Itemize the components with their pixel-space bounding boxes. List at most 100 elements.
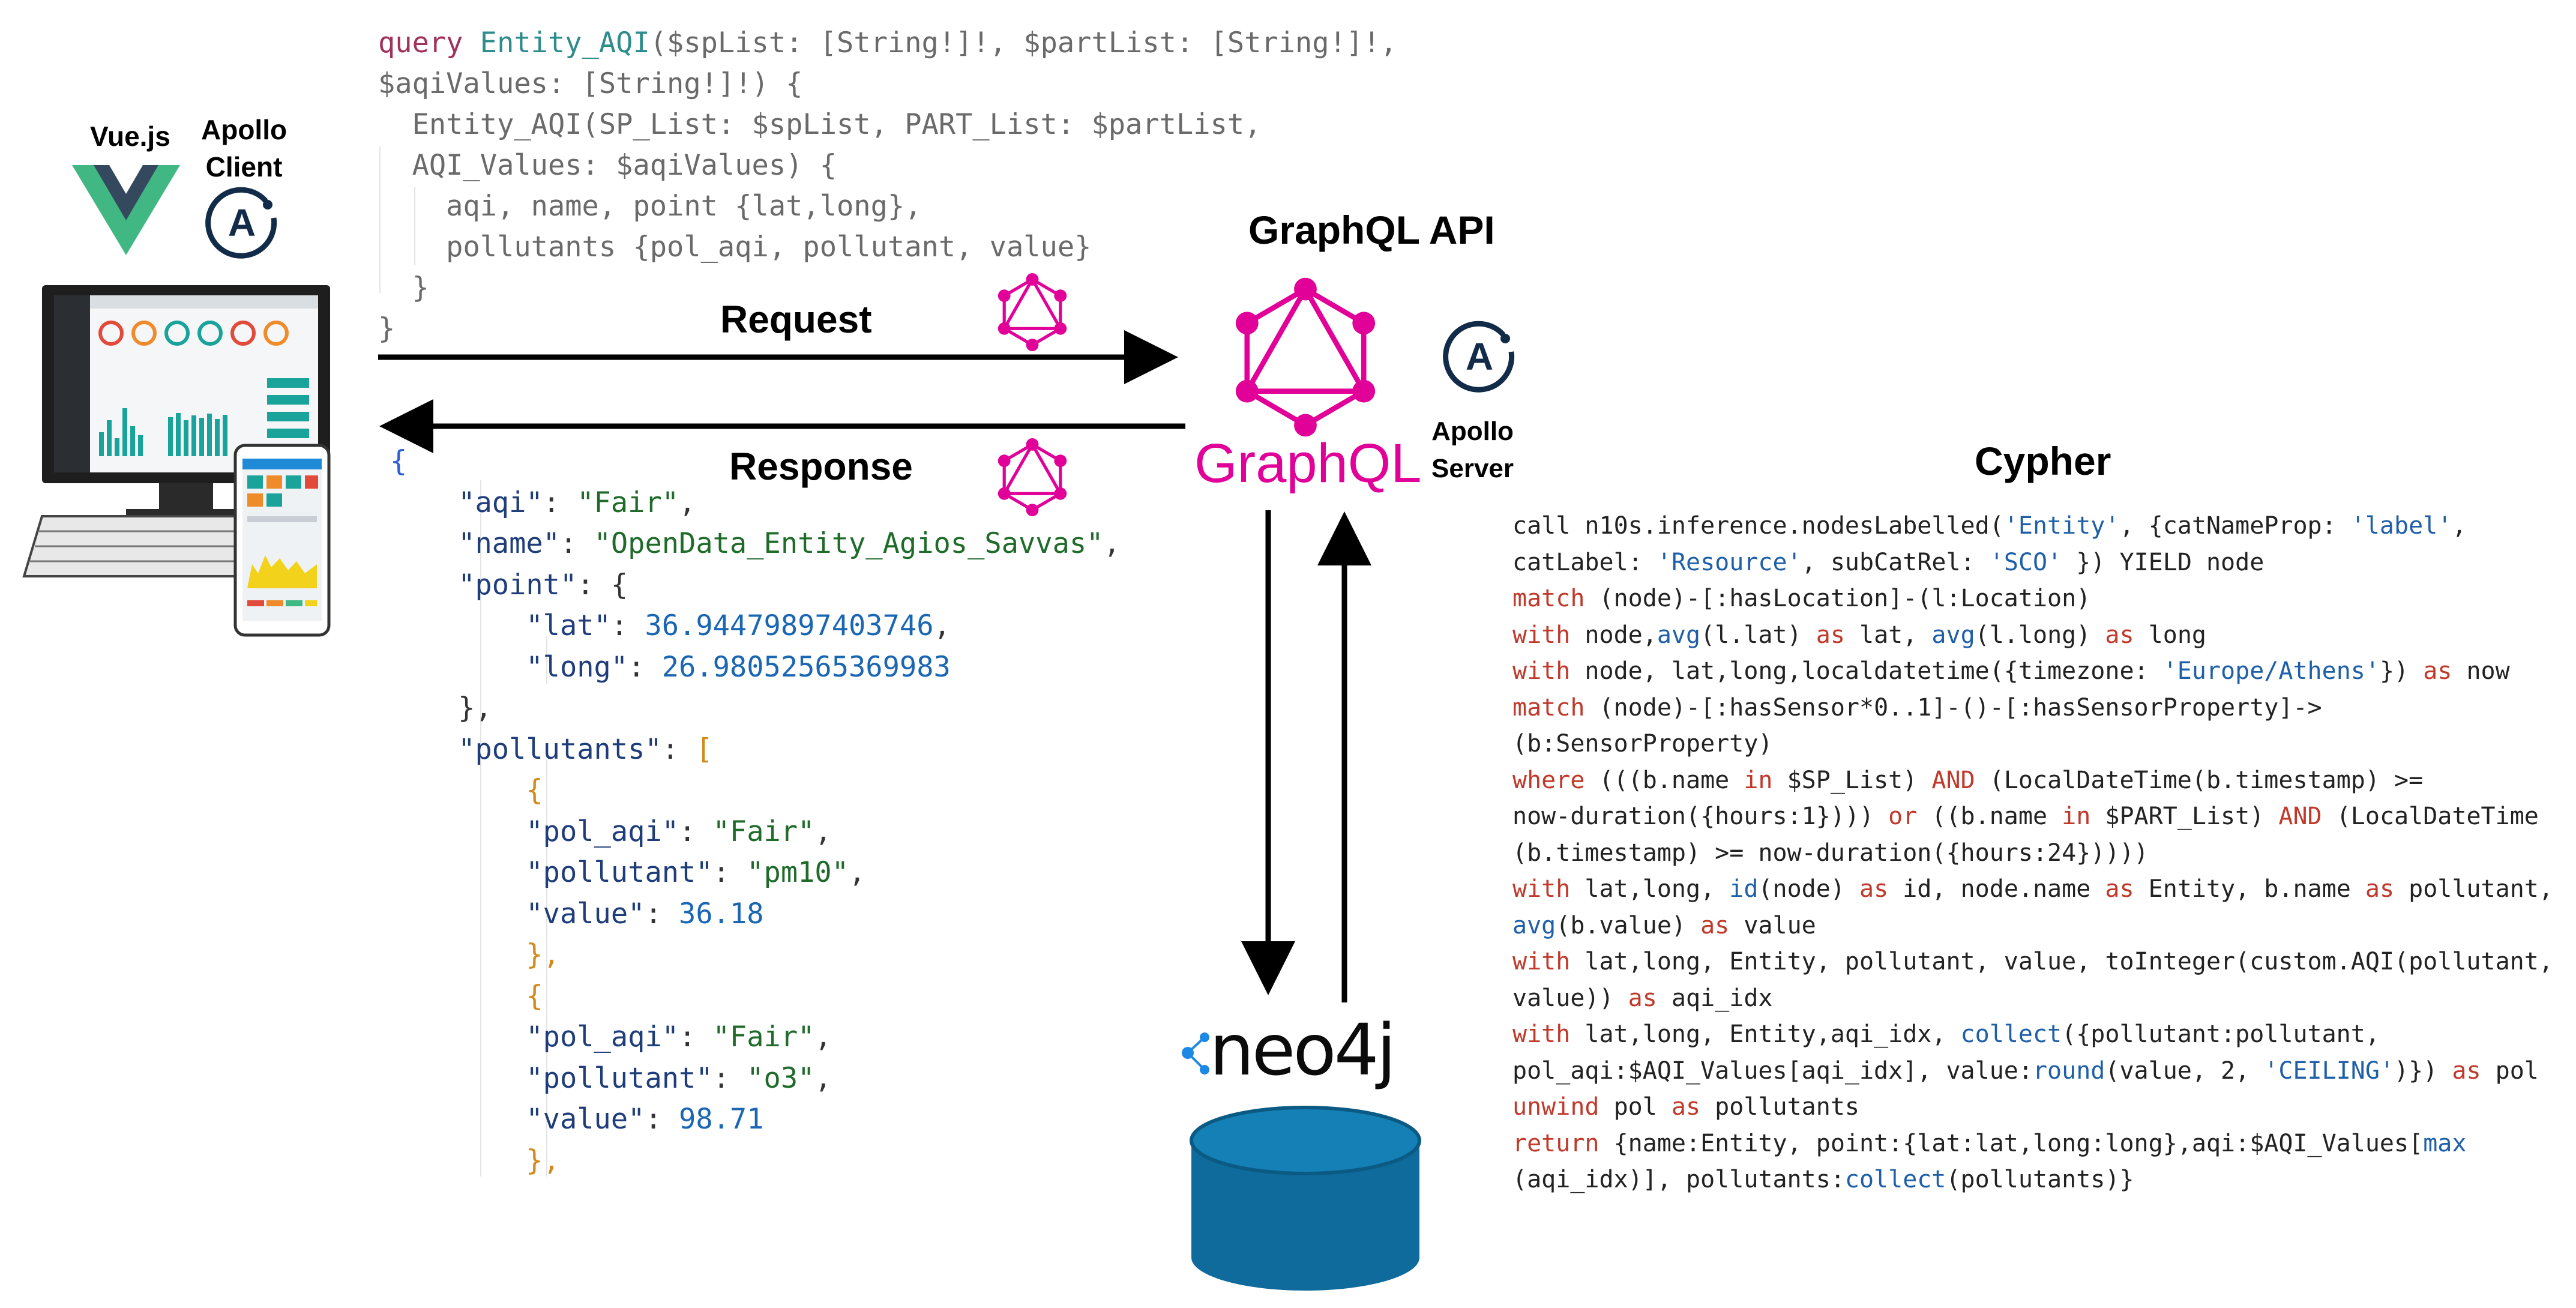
code-token: "pm10" [747, 856, 849, 889]
code-token: avg [1931, 621, 1975, 649]
code-token [390, 1103, 526, 1136]
code-token [390, 527, 458, 560]
code-token: "point" [458, 568, 577, 601]
code-token: }) [2379, 657, 2424, 685]
query-line: Entity_AQI(SP_List: $spList, PART_List: … [378, 104, 1397, 145]
code-token: long [2134, 621, 2206, 649]
code-token: as [2452, 1056, 2481, 1085]
code-token: }, [390, 692, 492, 725]
cypher-line: match (node)-[:hasLocation]-(l:Location) [1512, 580, 2553, 617]
response-label: Response [729, 445, 913, 488]
code-token: as [1700, 911, 1730, 939]
code-token: with [1512, 657, 1571, 685]
code-token [390, 486, 458, 519]
cypher-line: (b:SensorProperty) [1512, 726, 2553, 762]
code-token: "Fair" [712, 1020, 815, 1053]
code-token: : [712, 1061, 747, 1095]
phone-status-strip [247, 600, 317, 606]
json-line: "pol_aqi": "Fair", [390, 812, 1121, 853]
code-token: $PART_List) [2090, 803, 2279, 830]
code-token [390, 897, 526, 930]
cypher-line: (b.timestamp) >= now-duration({hours:24}… [1512, 835, 2553, 872]
code-token: as [2365, 875, 2395, 903]
code-token: id, node.name [1888, 875, 2105, 903]
code-token [390, 733, 458, 766]
json-line: "pollutant": "pm10", [390, 852, 1121, 894]
code-token: { [526, 979, 543, 1013]
cypher-line: pol_aqi:$AQI_Values[aqi_idx], value:roun… [1512, 1053, 2553, 1089]
code-token: pol_aqi:$AQI_Values[aqi_idx], value: [1512, 1056, 2033, 1085]
cypher-line: match (node)-[:hasSensor*0..1]-()-[:hasS… [1512, 690, 2553, 726]
code-token [390, 1020, 526, 1053]
code-token: : [610, 609, 645, 642]
code-token: avg [1657, 621, 1701, 649]
code-token: (b.timestamp) >= now-duration({hours:24}… [1512, 839, 2149, 867]
code-token: 'CEILING' [2264, 1056, 2395, 1085]
code-token: : { [577, 568, 628, 601]
query-line: AQI_Values: $aqiValues) { [378, 145, 1397, 186]
code-token: 98.71 [679, 1103, 764, 1136]
apollo-client-icon: A [205, 187, 277, 259]
apollo-client-label-line1: Apollo [201, 114, 287, 145]
code-token: : [712, 856, 747, 889]
code-token: round [2032, 1056, 2105, 1085]
code-token: 'label' [2350, 512, 2452, 540]
smartphone-icon [233, 444, 331, 637]
code-token: as [1816, 621, 1845, 649]
code-token: node, lat,long,localdatetime({timezone: [1570, 657, 2163, 685]
code-token: 'Europe/Athens' [2162, 657, 2380, 685]
dashboard-gauges [98, 321, 289, 346]
json-indent-guide-3 [546, 759, 547, 1177]
json-line: "pol_aqi": "Fair", [390, 1017, 1121, 1058]
cypher-label: Cypher [1975, 439, 2111, 483]
code-token: (LocalDateTime [2322, 803, 2539, 830]
code-token: "pollutant" [526, 856, 713, 889]
db-body [1191, 1141, 1419, 1291]
code-token: 36.94479897403746 [645, 609, 934, 642]
neo4j-logo-icon: neo4j [1182, 1008, 1396, 1091]
graphql-response-icon [998, 438, 1067, 516]
code-token: lat, [1844, 621, 1932, 649]
code-token: where [1512, 766, 1585, 794]
cypher-line: (aqi_idx)], pollutants:collect(pollutant… [1512, 1162, 2553, 1198]
apollo-client-dot [263, 200, 272, 209]
json-line: "pollutant": "o3", [390, 1058, 1121, 1100]
code-token: (b.value) [1556, 911, 1701, 939]
apollo-client-letter: A [228, 201, 256, 244]
code-token: with [1512, 1020, 1571, 1048]
code-token: "o3" [747, 1061, 815, 1095]
code-token: "pol_aqi" [526, 1020, 679, 1053]
code-token [390, 980, 526, 1013]
json-indent-guide-2 [546, 636, 547, 684]
cypher-line: where (((b.name in $SP_List) AND (LocalD… [1512, 762, 2553, 799]
code-token: pollutants {pol_aqi, pollutant, value} [378, 231, 1092, 264]
cypher-code: call n10s.inference.nodesLabelled('Entit… [1512, 508, 2553, 1198]
db-top [1190, 1106, 1421, 1175]
code-token: max [2423, 1129, 2467, 1157]
code-token: "OpenData_Entity_Agios_Savvas" [594, 527, 1104, 560]
json-indent-guide-1 [480, 480, 481, 1177]
cypher-line: unwind pol as pollutants [1512, 1089, 2553, 1126]
json-line: }, [390, 1141, 1121, 1182]
code-token: (pollutants)} [1946, 1166, 2134, 1193]
code-token: , [2452, 512, 2467, 540]
cypher-line: catLabel: 'Resource', subCatRel: 'SCO' }… [1512, 544, 2553, 581]
code-token: (LocalDateTime(b.timestamp) >= [1975, 766, 2424, 794]
code-token [390, 609, 526, 642]
graphql-wordmark: GraphQL [1194, 433, 1422, 494]
cypher-line: with node,avg(l.lat) as lat, avg(l.long)… [1512, 617, 2553, 654]
json-line: "point": { [390, 565, 1121, 606]
code-token: , subCatRel: [1801, 548, 1990, 576]
code-token: [ [696, 732, 713, 766]
cypher-line: return {name:Entity, point:{lat:lat,long… [1512, 1126, 2553, 1162]
code-token: , [933, 609, 951, 642]
database-cylinder-icon [1190, 1106, 1421, 1291]
cypher-line: with lat,long, Entity,aqi_idx, collect({… [1512, 1016, 2553, 1053]
code-token [390, 651, 526, 684]
apollo-server-label-line1: Apollo [1431, 417, 1514, 446]
code-token: 'Resource' [1657, 548, 1802, 576]
code-token: , [849, 856, 866, 889]
code-token: catLabel: [1512, 548, 1657, 576]
graphql-main-icon [1235, 277, 1376, 437]
